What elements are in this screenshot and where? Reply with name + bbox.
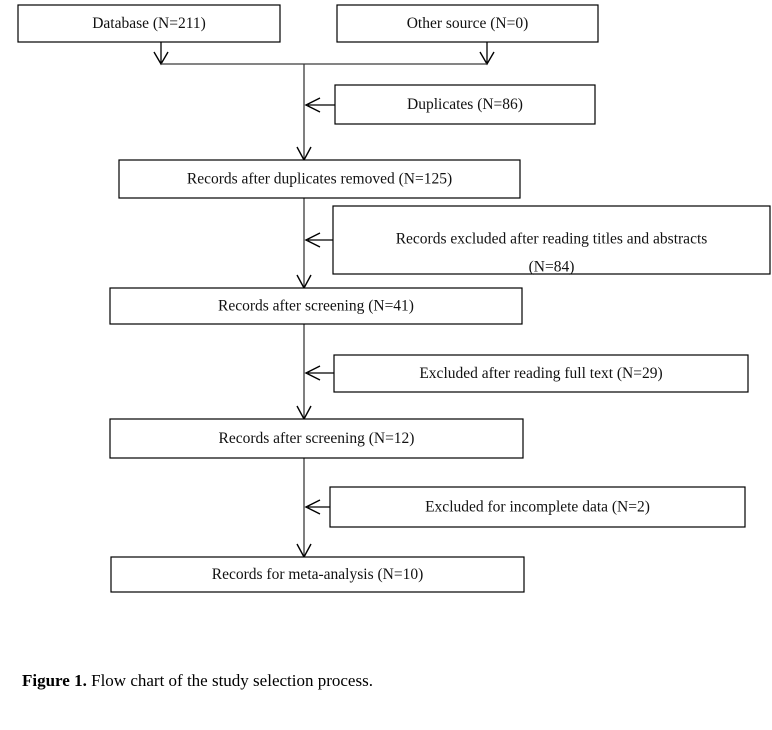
node-after-duplicates-removed-label: Records after duplicates removed (N=125) <box>187 171 452 188</box>
edge-after-duplicates-to-screening41 <box>296 198 312 290</box>
node-after-screening-41-label: Records after screening (N=41) <box>218 298 414 315</box>
node-excluded-titles-abstracts-line1: Records excluded after reading titles an… <box>396 231 708 248</box>
node-excluded-full-text-label: Excluded after reading full text (N=29) <box>419 365 662 382</box>
figure-caption-text: Flow chart of the study selection proces… <box>86 671 373 690</box>
node-database-label: Database (N=211) <box>92 15 206 32</box>
node-meta-analysis[interactable]: Records for meta-analysis (N=10) <box>110 556 525 593</box>
figure-caption: Figure 1. Flow chart of the study select… <box>22 670 752 692</box>
node-duplicates-label: Duplicates (N=86) <box>407 96 523 113</box>
node-other-source-label: Other source (N=0) <box>407 15 529 32</box>
edge-duplicates-to-trunk <box>304 97 335 113</box>
node-after-screening-12-label: Records after screening (N=12) <box>219 430 415 447</box>
node-excluded-full-text[interactable]: Excluded after reading full text (N=29) <box>333 354 749 393</box>
figure-caption-label: Figure 1. <box>22 671 87 690</box>
node-excluded-incomplete-data[interactable]: Excluded for incomplete data (N=2) <box>329 486 746 528</box>
node-excluded-titles-abstracts-line2: (N=84) <box>529 259 575 276</box>
edge-merge-to-after-duplicates <box>296 64 312 162</box>
node-after-screening-41[interactable]: Records after screening (N=41) <box>109 287 523 325</box>
node-after-duplicates-removed[interactable]: Records after duplicates removed (N=125) <box>118 159 521 199</box>
node-meta-analysis-label: Records for meta-analysis (N=10) <box>212 566 423 583</box>
node-excluded-titles-abstracts[interactable]: Records excluded after reading titles an… <box>332 205 771 276</box>
edge-excluded-titles-to-trunk <box>304 232 333 248</box>
edge-database-to-merge <box>153 42 169 66</box>
node-excluded-incomplete-data-label: Excluded for incomplete data (N=2) <box>425 499 650 516</box>
node-database[interactable]: Database (N=211) <box>17 4 281 43</box>
edge-excluded-fulltext-to-trunk <box>304 365 334 381</box>
edge-excluded-incomplete-to-trunk <box>304 499 330 515</box>
node-after-screening-12[interactable]: Records after screening (N=12) <box>109 418 524 459</box>
node-duplicates[interactable]: Duplicates (N=86) <box>334 84 596 125</box>
node-other-source[interactable]: Other source (N=0) <box>336 4 599 43</box>
flow-chart-svg: Database (N=211) Other source (N=0) Dupl… <box>17 4 771 593</box>
edge-other-source-to-merge <box>479 42 495 66</box>
